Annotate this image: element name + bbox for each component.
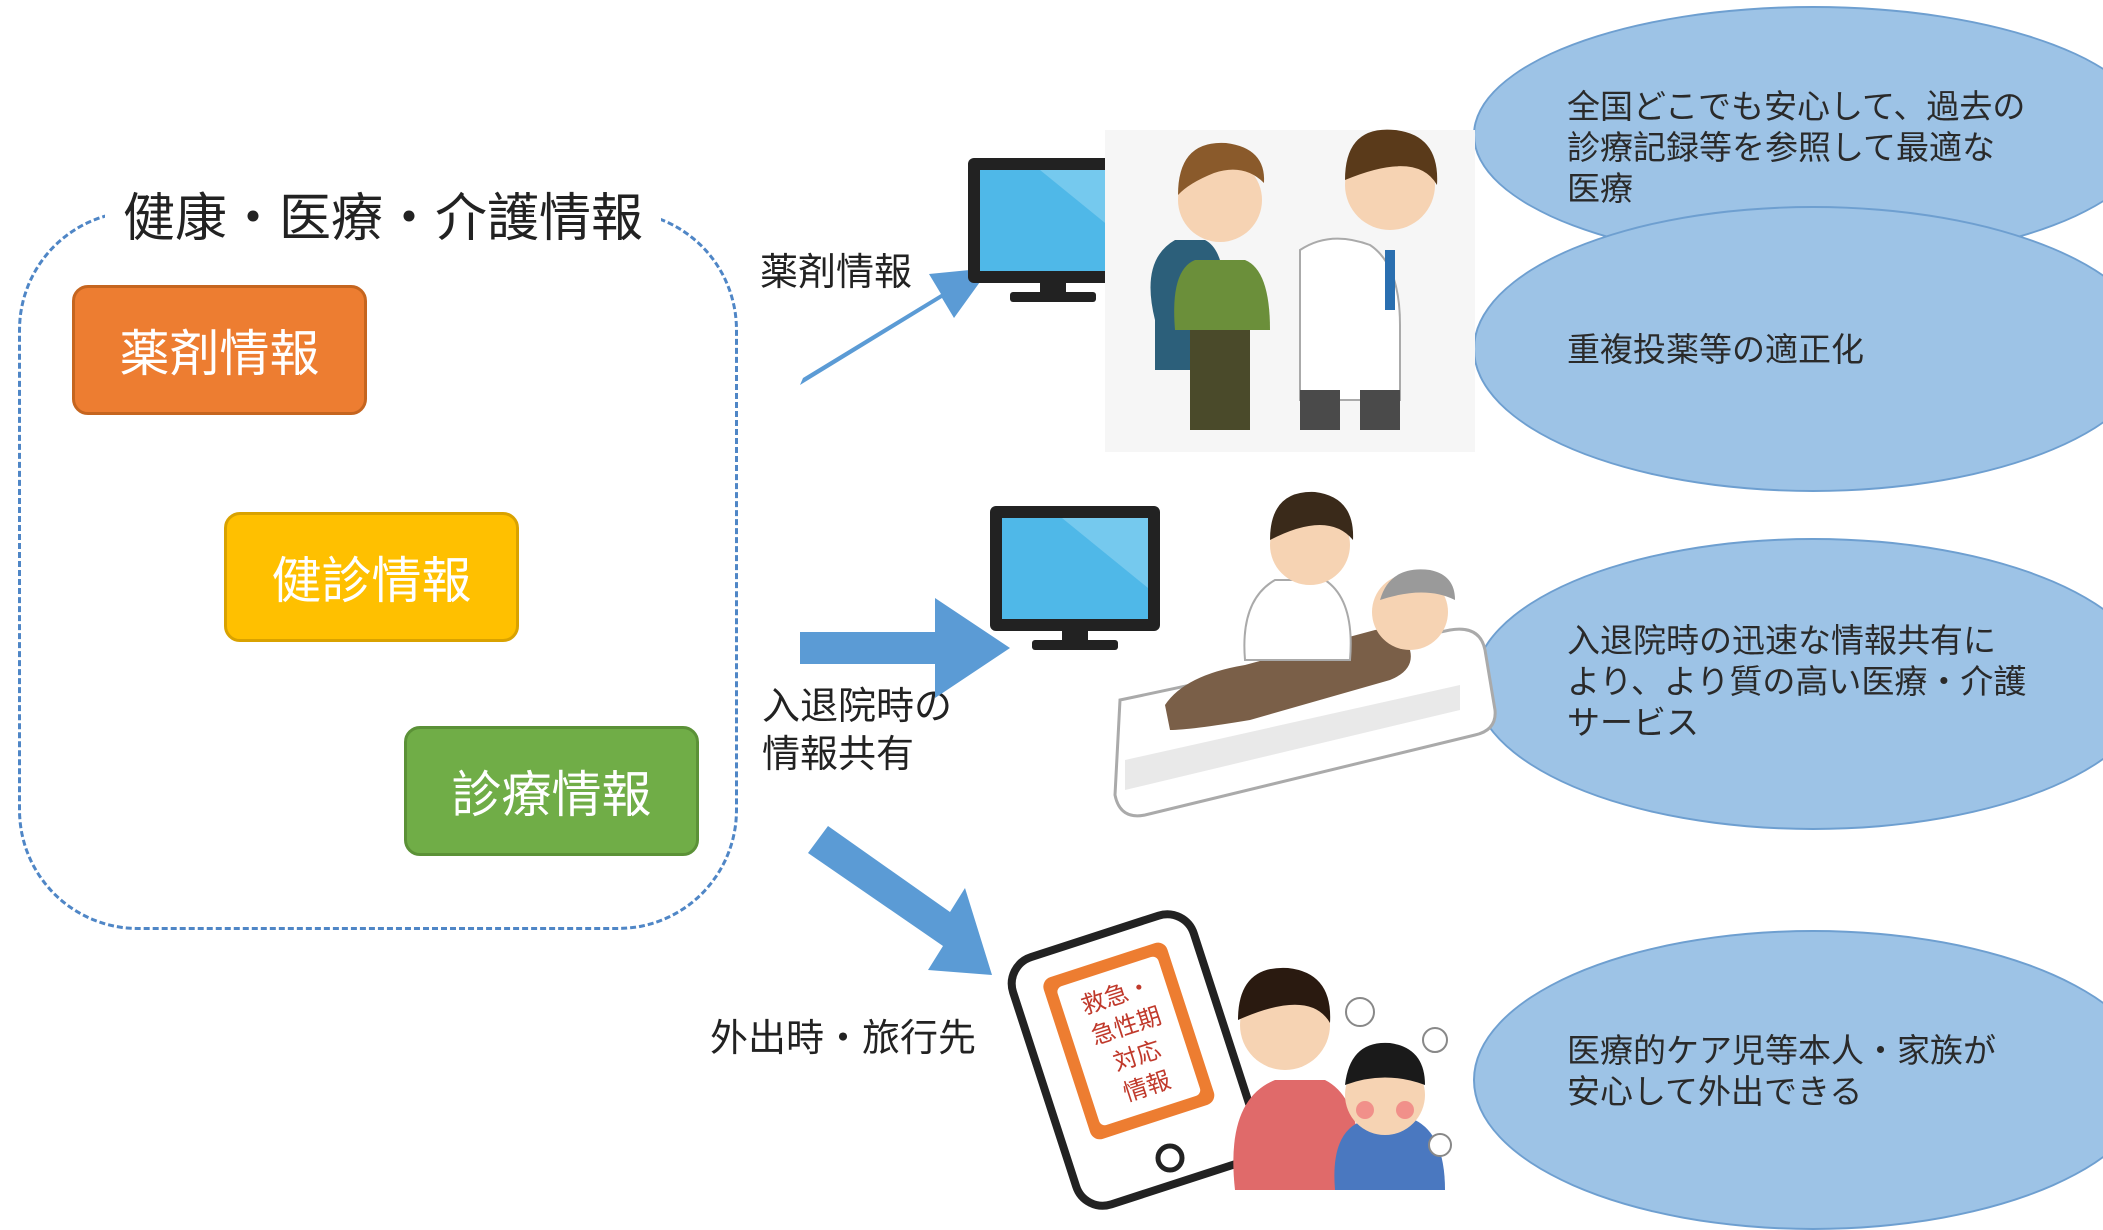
drug-info-box: 薬剤情報 [72,285,367,415]
benefit-ellipse-3 [1473,538,2103,830]
benefit-ellipse-2 [1473,206,2103,492]
group-title: 健康・医療・介護情報 [105,176,662,251]
flow-label-admission-line2: 情報共有 [762,732,915,776]
nurse-bed-illustration [1113,491,1497,818]
doctor-consultation-illustration [1105,129,1475,452]
arrow-up-right [800,268,990,385]
medical-info-box: 診療情報 [404,726,699,856]
benefit-text-2: 重複投薬等の適正化 [1567,330,1864,369]
smartphone-icon: 救急・ 急性期 対応 情報 [1007,910,1263,1210]
flow-label-drug: 薬剤情報 [760,250,913,294]
benefit-text-4: 医療的ケア児等本人・家族が安心して外出できる [1567,1031,1996,1111]
flow-label-admission-line1: 入退院時の [762,684,953,728]
checkup-info-box: 健診情報 [224,512,519,642]
flow-label-outing: 外出時・旅行先 [710,1016,977,1060]
benefit-text-3: 入退院時の迅速な情報共有により、より質の高い医療・介護サービス [1567,621,2027,742]
monitor-icon [968,158,1138,302]
flow-label-admission: 入退院時の 情報共有 [762,682,952,778]
monitor-icon [990,506,1160,650]
arrow-down-right [808,826,992,975]
benefit-text-1: 全国どこでも安心して、過去の診療記録等を参照して最適な医療 [1567,87,2026,208]
arrow-right [800,598,1010,698]
benefit-ellipse-4 [1473,930,2103,1230]
mother-child-illustration [1233,967,1452,1190]
